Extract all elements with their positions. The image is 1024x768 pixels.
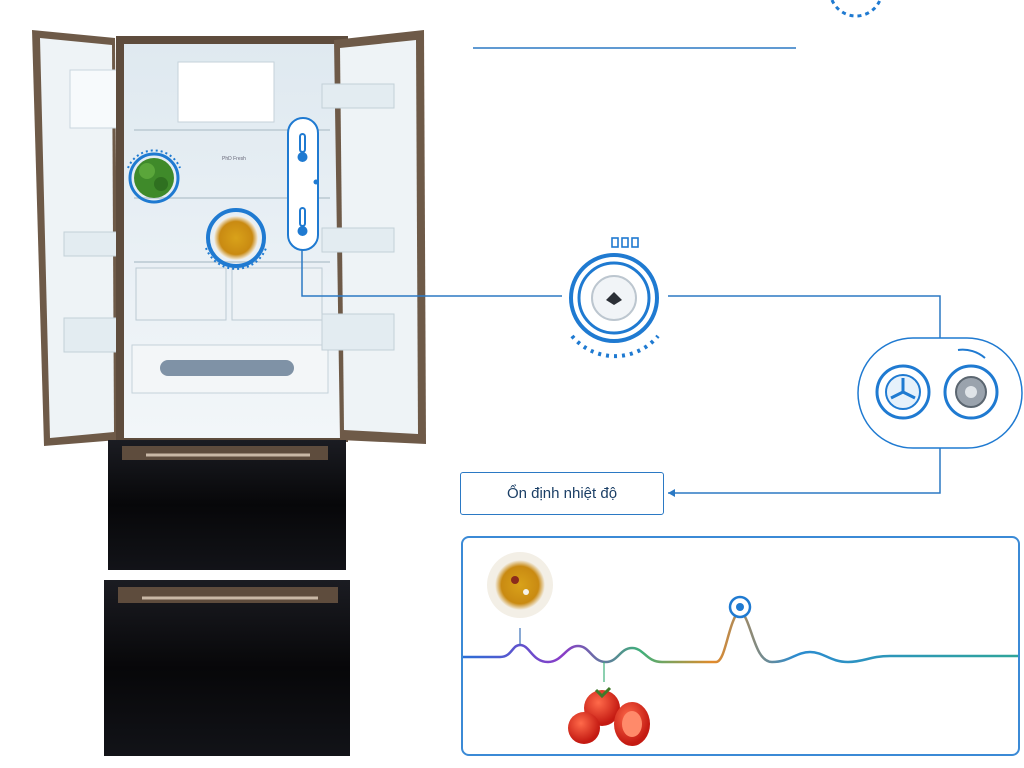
- temperature-graph-panel: [461, 536, 1020, 756]
- drawer-lower[interactable]: [104, 580, 350, 756]
- fridge-panel-text: PhD Fresh: [222, 156, 246, 162]
- compressor-icon: [943, 364, 999, 420]
- temperature-stabilization-label: Ổn định nhiệt độ: [460, 472, 664, 515]
- refrigerator: PhD Fresh: [32, 30, 426, 756]
- soup-icon: [205, 208, 267, 270]
- temperature-sensor-group: [287, 117, 319, 251]
- soup-bowl-icon: [487, 552, 553, 618]
- temperature-wave: [463, 595, 1018, 682]
- fan-compressor-panel: [857, 337, 1023, 449]
- connector-lines: [301, 47, 941, 494]
- vegetable-icon: [127, 149, 181, 204]
- fan-icon: [875, 364, 931, 420]
- tomato-icon: [568, 686, 650, 746]
- temperature-icon: [297, 133, 308, 162]
- drawer-display: [160, 360, 294, 376]
- temperature-stabilization-text: Ổn định nhiệt độ: [506, 485, 618, 502]
- drawer-upper[interactable]: [108, 440, 346, 570]
- partial-ring-icon: [830, 0, 882, 18]
- inverter-icon: [569, 237, 660, 359]
- temperature-icon: [297, 207, 308, 236]
